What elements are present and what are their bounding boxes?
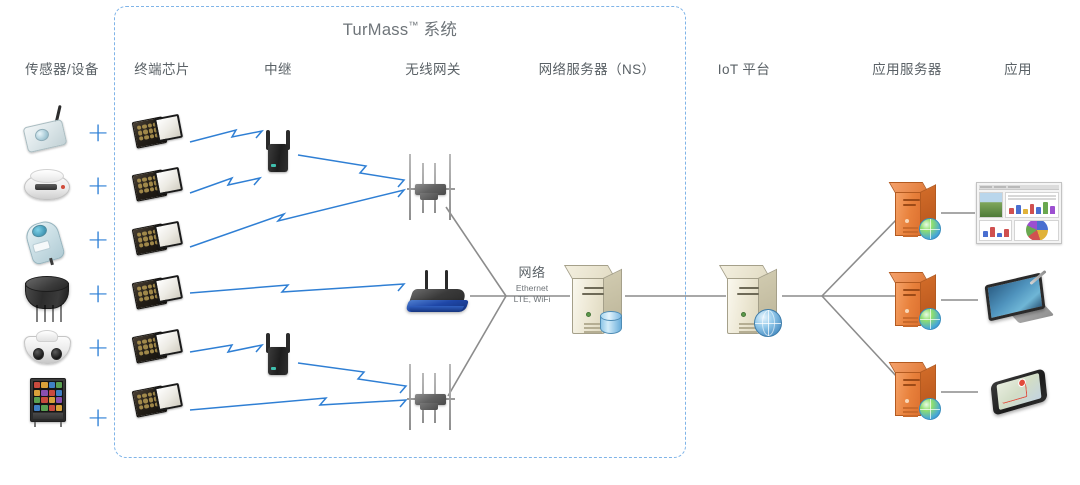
system-title-name: TurMass [342, 21, 409, 39]
sensor-smoke-detector [19, 160, 77, 212]
application-server [888, 272, 947, 334]
plus-sign: + [86, 402, 110, 434]
wireless-gateway [403, 154, 459, 226]
wire-junction-to-appserver3 [821, 295, 899, 379]
wireless-router [405, 270, 471, 318]
network-label-line1: Ethernet [515, 283, 549, 293]
end-node-chip [131, 166, 186, 206]
globe-icon [919, 398, 941, 420]
plus-sign: + [86, 117, 110, 149]
end-node-chip [131, 382, 186, 422]
network-label-title: 网络 [518, 265, 546, 280]
end-node-chip [131, 220, 186, 260]
smartphone-device [985, 368, 1053, 418]
sensor-vending-machine [19, 376, 77, 428]
dashboard-screen [976, 182, 1062, 244]
column-header-gateway: 无线网关 [405, 62, 461, 77]
column-header-end-chip: 终端芯片 [134, 62, 190, 77]
column-header-sensors: 传感器/设备 [25, 62, 99, 77]
column-header-ns: 网络服务器（NS） [538, 62, 656, 77]
wireless-gateway [403, 364, 459, 436]
sensor-black-cylinder [19, 268, 77, 322]
relay-repeater [256, 130, 300, 174]
camera-lens-icon [51, 348, 62, 360]
plus-sign: + [86, 170, 110, 202]
column-header-app-server: 应用服务器 [872, 62, 942, 77]
application-server [888, 182, 947, 244]
iot-platform-server [718, 265, 783, 341]
network-server [563, 265, 628, 341]
plus-sign: + [86, 278, 110, 310]
database-icon [600, 311, 622, 337]
end-node-chip [131, 113, 186, 153]
system-title-suffix: 系统 [423, 21, 458, 39]
sensor-wireless-box [19, 104, 77, 159]
globe-icon [919, 308, 941, 330]
plus-sign: + [86, 332, 110, 364]
pie-chart-icon [1025, 220, 1048, 240]
globe-icon [754, 309, 782, 337]
end-node-chip [131, 274, 186, 314]
application-server [888, 362, 947, 424]
system-title: TurMass™ 系统 [114, 16, 686, 40]
tablet-device [982, 269, 1056, 329]
sensor-dome-camera [19, 322, 77, 374]
sensor-handheld-actuator [19, 214, 77, 266]
turmass-system-boundary [114, 6, 686, 458]
column-header-relay: 中继 [264, 62, 292, 77]
column-header-application: 应用 [1004, 62, 1032, 77]
wire-junction-to-appserver1 [821, 217, 899, 297]
network-label: 网络 Ethernet LTE, WiFi [514, 262, 551, 306]
column-header-iot: IoT 平台 [717, 62, 771, 77]
camera-lens-icon [33, 348, 44, 360]
network-label-line2: LTE, WiFi [513, 294, 551, 305]
end-node-chip [131, 328, 186, 368]
trademark-symbol: ™ [408, 20, 419, 32]
globe-icon [919, 218, 941, 240]
plus-sign: + [86, 224, 110, 256]
relay-repeater [256, 333, 300, 377]
